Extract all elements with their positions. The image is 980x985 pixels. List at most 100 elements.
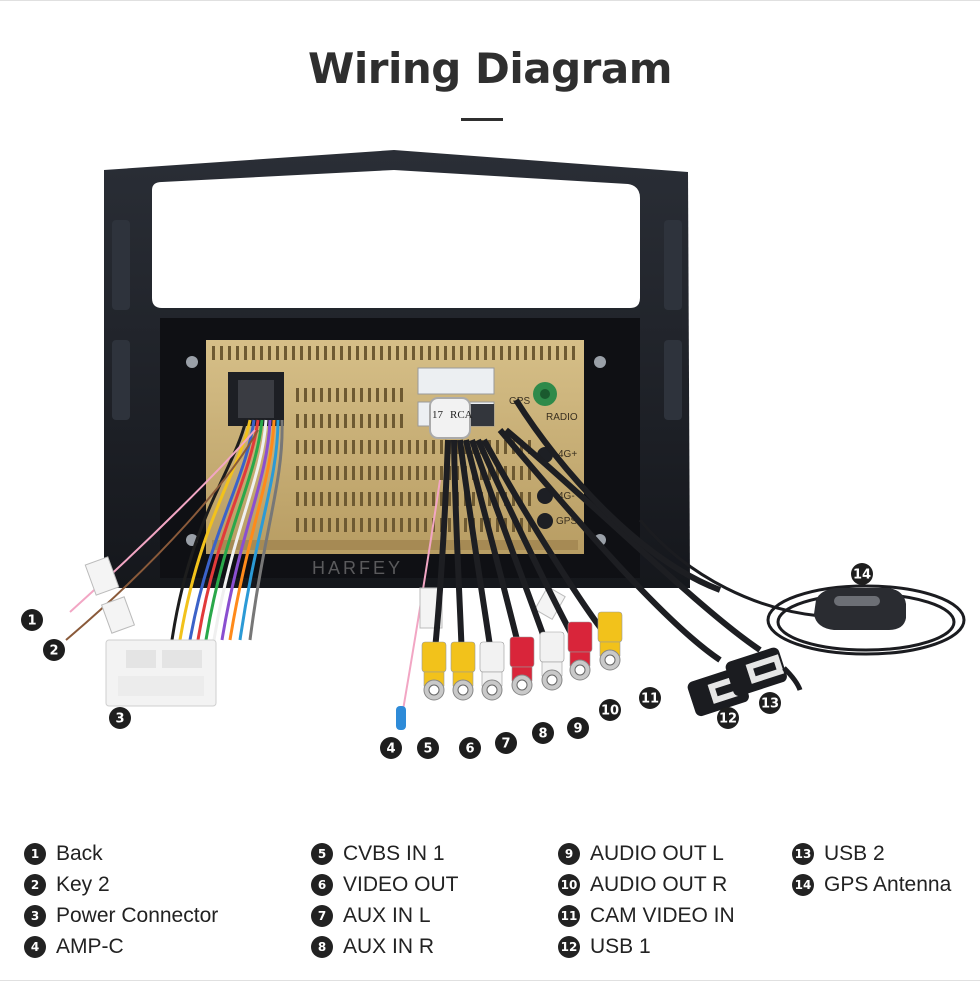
legend-number: 3 (24, 904, 46, 927)
legend-item-cam-video-in: 11 CAM VIDEO IN (558, 900, 735, 931)
legend-label: Power Connector (56, 903, 219, 927)
legend-number: 13 (792, 842, 814, 865)
callout-number: 7 (501, 737, 510, 752)
callout-14: 14 (851, 563, 873, 585)
amp-c-connector (396, 706, 406, 730)
callout-number: 13 (761, 697, 779, 712)
callout-2: 2 (43, 639, 65, 661)
callout-6: 6 (459, 737, 481, 759)
legend-label: AUX IN R (343, 934, 435, 958)
rca-plug (450, 641, 476, 701)
callout-number: 5 (423, 742, 432, 757)
callout-number: 8 (538, 727, 547, 742)
legend-number: 10 (558, 873, 580, 896)
callout-3: 3 (109, 707, 131, 729)
legend-item-gps-antenna: 14 GPS Antenna (792, 869, 951, 900)
rca-plug (597, 611, 623, 671)
4g-minus-port-label: 4G- (558, 491, 575, 502)
callout-number: 12 (719, 712, 737, 727)
legend-label: USB 1 (590, 934, 651, 958)
callout-number: 2 (49, 644, 58, 659)
legend-label: AUX IN L (343, 903, 431, 927)
gps-antenna (638, 519, 966, 656)
callout-5: 5 (417, 737, 439, 759)
callout-13: 13 (759, 692, 781, 714)
legend-number: 6 (311, 873, 333, 896)
legend-item-usb-1: 12 USB 1 (558, 931, 735, 962)
callout-number: 1 (27, 614, 36, 629)
legend-item-usb-2: 13 USB 2 (792, 838, 951, 869)
legend-label: GPS Antenna (824, 872, 952, 896)
bottom-divider (0, 980, 980, 981)
legend-item-cvbs-in-1: 5 CVBS IN 1 (311, 838, 459, 869)
legend-label: Back (56, 841, 103, 865)
legend-item-video-out: 6 VIDEO OUT (311, 869, 459, 900)
rca-plug (539, 631, 565, 691)
gps-port-label-2: GPS (556, 516, 577, 527)
legend-item-back: 1 Back (24, 838, 218, 869)
cable-tag-17: 17 (432, 409, 444, 421)
legend-label: AUDIO OUT L (590, 841, 724, 865)
callout-number: 11 (641, 692, 659, 707)
rca-plug (567, 621, 593, 681)
legend-number: 8 (311, 935, 333, 958)
callout-number: 6 (465, 742, 474, 757)
legend-column-1: 1 Back 2 Key 2 3 Power Connector 4 AMP-C (24, 838, 218, 962)
legend-number: 9 (558, 842, 580, 865)
callout-number: 10 (601, 704, 619, 719)
title-underline (461, 118, 503, 121)
usb-plugs (687, 647, 803, 717)
top-divider (0, 0, 980, 1)
legend-label: AMP-C (56, 934, 124, 958)
callout-4: 4 (380, 737, 402, 759)
legend: 1 Back 2 Key 2 3 Power Connector 4 AMP-C 5 CV… (0, 838, 980, 968)
legend-item-aux-in-l: 7 AUX IN L (311, 900, 459, 931)
rca-plug (509, 636, 535, 696)
legend-label: Key 2 (56, 872, 110, 896)
wiring-diagram: GPS RADIO 4G+ 4G- GPS HARFEY (21, 150, 966, 759)
legend-column-4: 13 USB 2 14 GPS Antenna (792, 838, 951, 900)
4g-plus-port-label: 4G+ (558, 449, 577, 460)
legend-item-audio-out-r: 10 AUDIO OUT R (558, 869, 735, 900)
legend-column-2: 5 CVBS IN 1 6 VIDEO OUT 7 AUX IN L 8 AUX IN … (311, 838, 459, 962)
callout-1: 1 (21, 609, 43, 631)
legend-number: 4 (24, 935, 46, 958)
rca-plugs (421, 611, 623, 701)
legend-item-audio-out-l: 9 AUDIO OUT L (558, 838, 735, 869)
legend-label: AUDIO OUT R (590, 872, 728, 896)
callout-number: 9 (573, 722, 582, 737)
legend-item-amp-c: 4 AMP-C (24, 931, 218, 962)
legend-label: USB 2 (824, 841, 885, 865)
legend-item-power-connector: 3 Power Connector (24, 900, 218, 931)
rca-plug (421, 641, 447, 701)
radio-port-label: RADIO (546, 412, 578, 423)
callout-10: 10 (599, 699, 621, 721)
legend-column-3: 9 AUDIO OUT L 10 AUDIO OUT R 11 CAM VIDEO I… (558, 838, 735, 962)
vent-slots (212, 346, 575, 532)
legend-item-aux-in-r: 8 AUX IN R (311, 931, 459, 962)
callout-number: 4 (386, 742, 395, 757)
legend-number: 12 (558, 935, 580, 958)
power-connector-block (105, 639, 217, 707)
callout-12: 12 (717, 707, 739, 729)
legend-label: CAM VIDEO IN (590, 903, 735, 927)
legend-label: CVBS IN 1 (343, 841, 445, 865)
legend-number: 1 (24, 842, 46, 865)
wire-harness (65, 419, 441, 717)
callout-number: 3 (115, 712, 124, 727)
callout-11: 11 (639, 687, 661, 709)
legend-number: 11 (558, 904, 580, 927)
legend-item-key-2: 2 Key 2 (24, 869, 218, 900)
page-title: Wiring Diagram (308, 44, 672, 93)
callout-7: 7 (495, 732, 517, 754)
legend-number: 2 (24, 873, 46, 896)
legend-label: VIDEO OUT (343, 872, 459, 896)
callout-8: 8 (532, 722, 554, 744)
legend-number: 5 (311, 842, 333, 865)
legend-number: 7 (311, 904, 333, 927)
rca-plug (479, 641, 505, 701)
legend-number: 14 (792, 873, 814, 896)
cable-tag-rca: RCA (450, 409, 473, 421)
watermark: HARFEY (312, 558, 403, 578)
